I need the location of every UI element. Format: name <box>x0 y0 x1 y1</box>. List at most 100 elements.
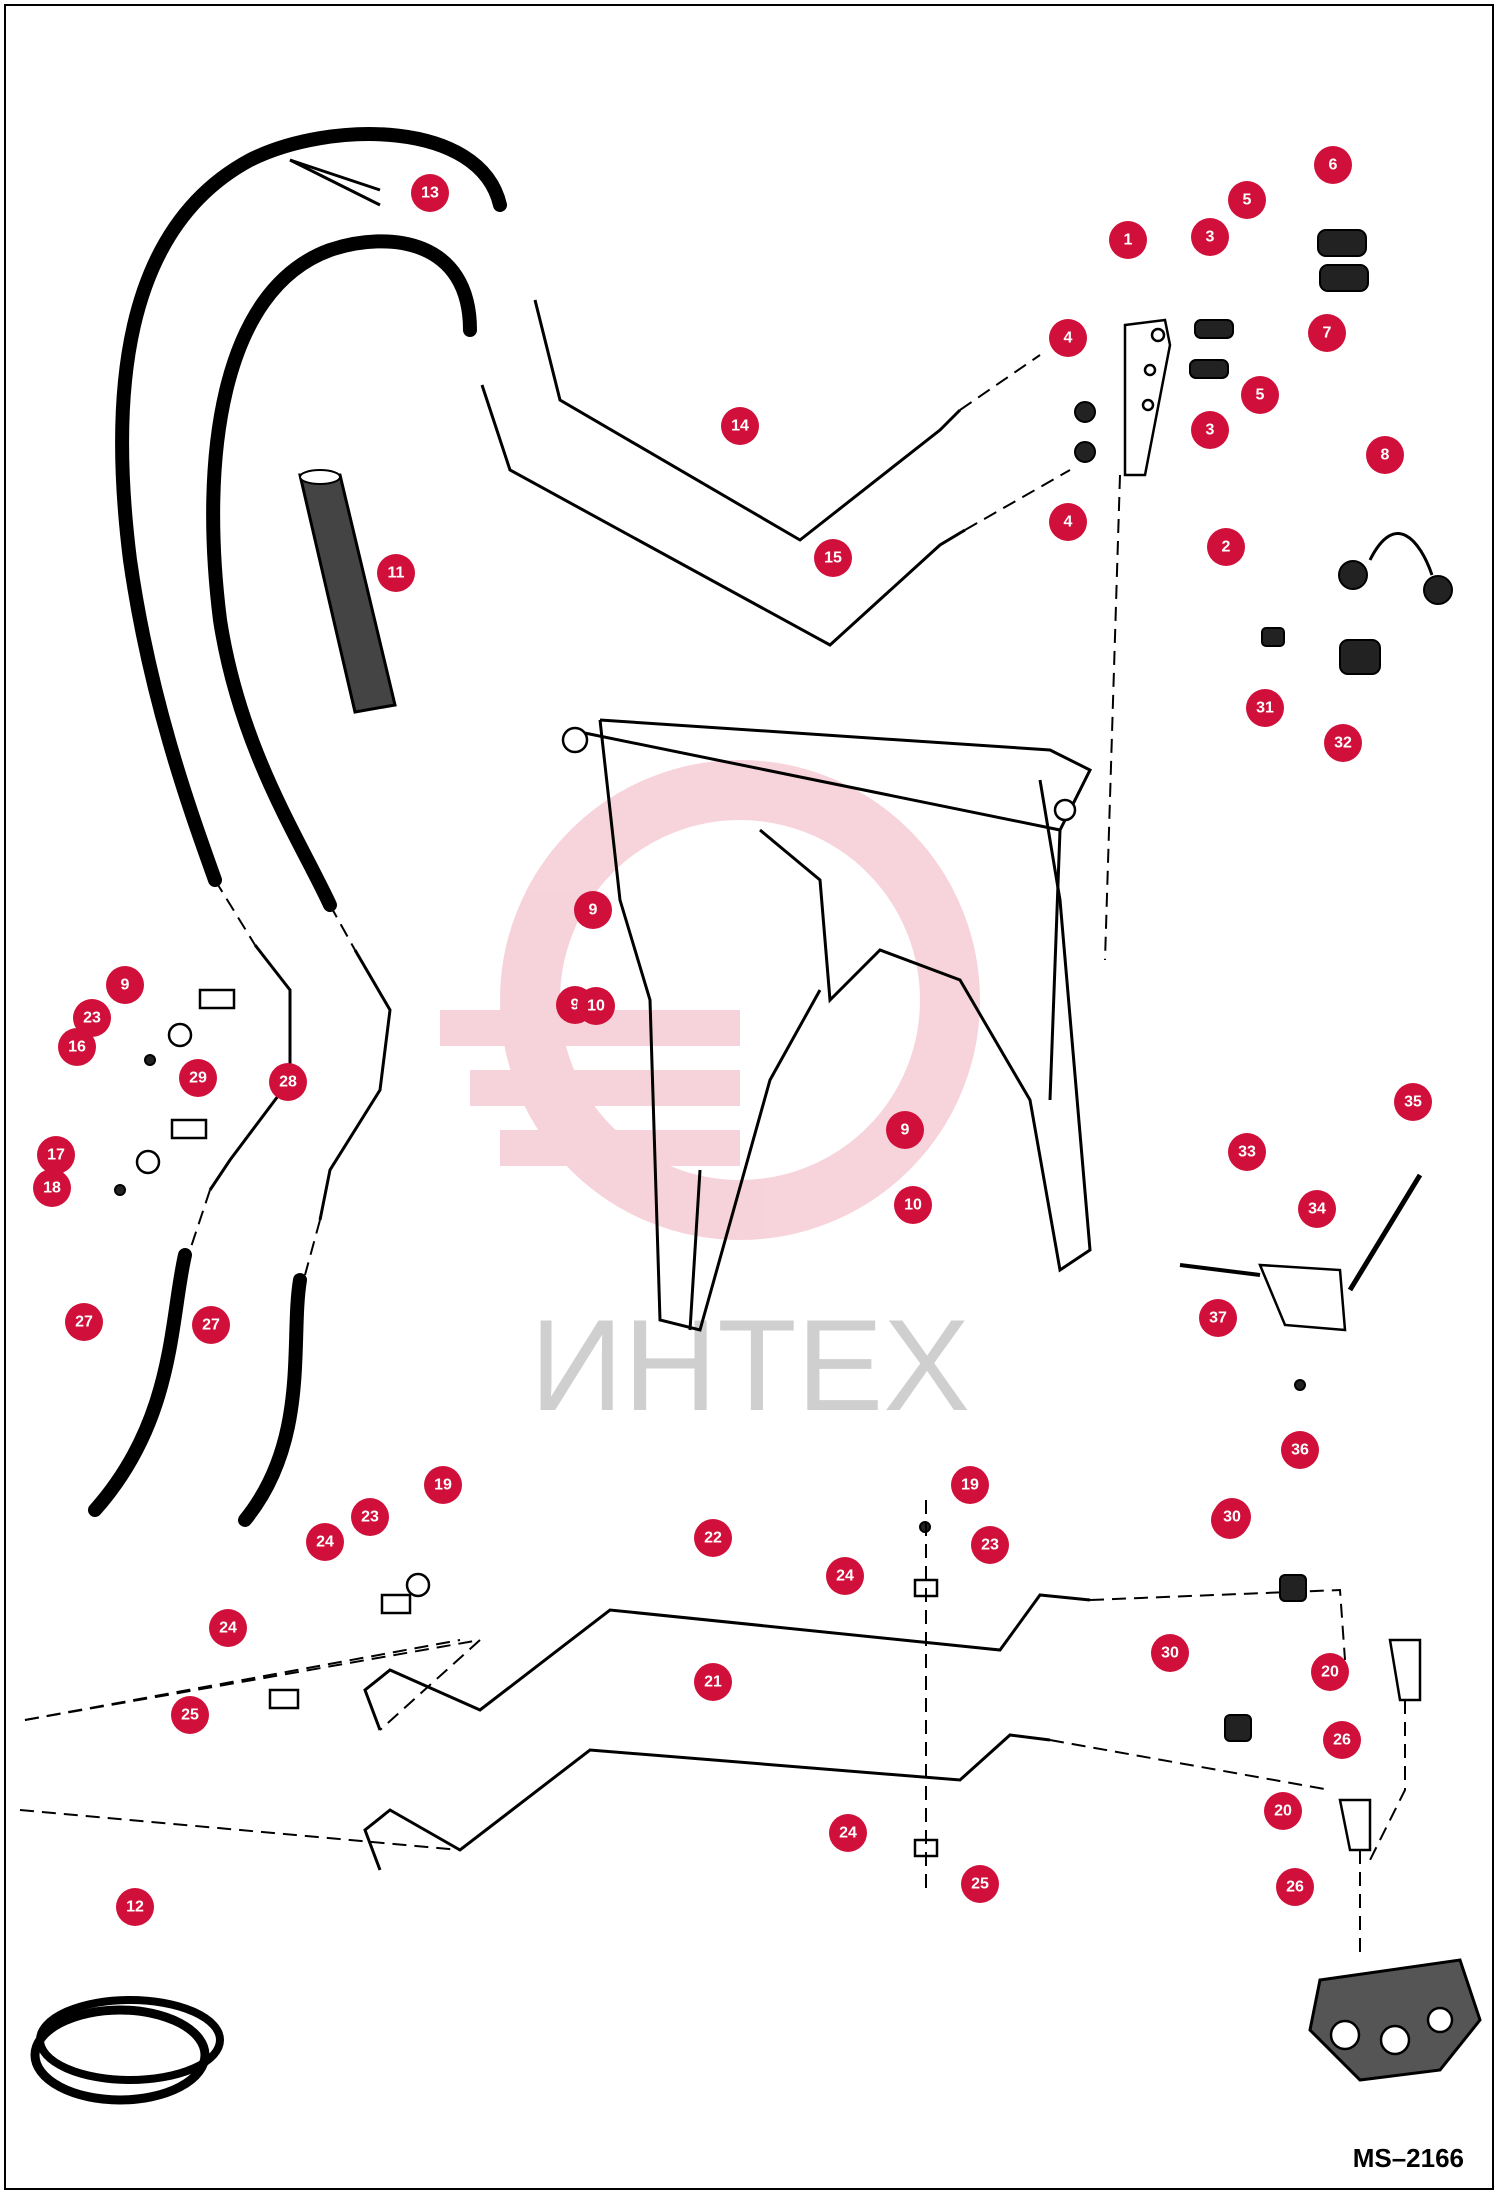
part-callout-5[interactable]: 5 <box>1228 181 1266 219</box>
callout-number: 24 <box>219 1620 237 1637</box>
part-callout-16[interactable]: 16 <box>58 1028 96 1066</box>
callout-circle <box>116 1888 154 1926</box>
callout-number: 34 <box>1308 1201 1326 1218</box>
callout-number: 33 <box>1238 1144 1256 1161</box>
callout-circle <box>65 1303 103 1341</box>
part-callout-5[interactable]: 5 <box>1241 376 1279 414</box>
fitting-31-32 <box>1261 627 1381 675</box>
part-callout-23[interactable]: 23 <box>351 1498 389 1536</box>
part-callout-28[interactable]: 28 <box>269 1063 307 1101</box>
callout-number: 6 <box>1329 157 1338 174</box>
watermark-logo <box>440 760 980 1240</box>
part-callout-23[interactable]: 23 <box>73 999 111 1037</box>
part-callout-10[interactable]: 10 <box>894 1186 932 1224</box>
callout-circle <box>814 539 852 577</box>
part-callout-27[interactable]: 27 <box>192 1306 230 1344</box>
part-callout-22[interactable]: 22 <box>694 1519 732 1557</box>
part-callout-24[interactable]: 24 <box>306 1523 344 1561</box>
part-callout-23[interactable]: 23 <box>971 1526 1009 1564</box>
drawing-border <box>4 4 1494 2190</box>
callout-circle <box>1246 689 1284 727</box>
part-callout-30[interactable]: 30 <box>1151 1634 1189 1672</box>
part-callout-24[interactable]: 24 <box>826 1557 864 1595</box>
callout-circle <box>971 1526 1009 1564</box>
adapter-3 <box>1189 319 1234 379</box>
hose-12 <box>30 1996 224 2105</box>
callout-circle <box>1241 376 1279 414</box>
callout-number: 11 <box>388 565 405 582</box>
part-callout-8[interactable]: 8 <box>1366 436 1404 474</box>
part-callout-18[interactable]: 18 <box>33 1169 71 1207</box>
part-callout-24[interactable]: 24 <box>829 1814 867 1852</box>
part-callout-1[interactable]: 1 <box>1109 221 1147 259</box>
callout-circle <box>1314 146 1352 184</box>
fittings-30-20 <box>1224 1574 1422 1852</box>
part-callout-26[interactable]: 26 <box>1276 1868 1314 1906</box>
callout-circle <box>377 554 415 592</box>
callout-number: 30 <box>1223 1509 1241 1526</box>
callout-number: 22 <box>704 1530 722 1547</box>
part-callout-31[interactable]: 31 <box>1246 689 1284 727</box>
callout-circle <box>1151 1634 1189 1672</box>
callout-circle <box>1213 1498 1251 1536</box>
part-callout-20[interactable]: 20 <box>1311 1653 1349 1691</box>
part-callout-4[interactable]: 4 <box>1049 503 1087 541</box>
callout-circle <box>1109 221 1147 259</box>
part-callout-21[interactable]: 21 <box>694 1663 732 1701</box>
part-callout-10[interactable]: 10 <box>577 987 615 1025</box>
callout-number: 35 <box>1404 1094 1422 1111</box>
callout-circle <box>73 999 111 1037</box>
part-callout-9[interactable]: 9 <box>106 966 144 1004</box>
callout-circle <box>886 1111 924 1149</box>
callout-circle <box>1191 218 1229 256</box>
callout-number: 17 <box>47 1147 65 1164</box>
part-callout-37[interactable]: 37 <box>1199 1299 1237 1337</box>
callout-number: 24 <box>839 1825 857 1842</box>
part-callout-9[interactable]: 9 <box>886 1111 924 1149</box>
callout-circle <box>826 1557 864 1595</box>
part-callout-25[interactable]: 25 <box>961 1865 999 1903</box>
part-callout-7[interactable]: 7 <box>1308 314 1346 352</box>
part-callout-19[interactable]: 19 <box>951 1466 989 1504</box>
part-callout-2[interactable]: 2 <box>1207 528 1245 566</box>
part-callout-6[interactable]: 6 <box>1314 146 1352 184</box>
callout-circle <box>1323 1721 1361 1759</box>
part-callout-11[interactable]: 11 <box>377 554 415 592</box>
part-callout-27[interactable]: 27 <box>65 1303 103 1341</box>
callout-number: 24 <box>836 1568 854 1585</box>
part-callout-36[interactable]: 36 <box>1281 1431 1319 1469</box>
part-callout-12[interactable]: 12 <box>116 1888 154 1926</box>
part-callout-3[interactable]: 3 <box>1191 218 1229 256</box>
hose-27 <box>88 1248 307 1527</box>
part-callout-25[interactable]: 25 <box>171 1696 209 1734</box>
part-callout-35[interactable]: 35 <box>1394 1083 1432 1121</box>
callout-circle <box>179 1059 217 1097</box>
part-callout-26[interactable]: 26 <box>1323 1721 1361 1759</box>
part-callout-29[interactable]: 29 <box>179 1059 217 1097</box>
part-callout-4[interactable]: 4 <box>1049 319 1087 357</box>
callout-number: 15 <box>824 550 842 567</box>
part-callout-14[interactable]: 14 <box>721 407 759 445</box>
part-callout-30[interactable]: 30 <box>1213 1498 1251 1536</box>
part-callout-19[interactable]: 19 <box>424 1466 462 1504</box>
hose-13 <box>115 127 507 912</box>
part-callout-24[interactable]: 24 <box>209 1609 247 1647</box>
part-callout-15[interactable]: 15 <box>814 539 852 577</box>
part-callout-9[interactable]: 9 <box>574 891 612 929</box>
callout-number: 29 <box>189 1070 207 1087</box>
part-callout-13[interactable]: 13 <box>411 174 449 212</box>
part-callout-17[interactable]: 17 <box>37 1136 75 1174</box>
part-callout-3[interactable]: 3 <box>1191 411 1229 449</box>
part-callout-32[interactable]: 32 <box>1324 724 1362 762</box>
part-callout-33[interactable]: 33 <box>1228 1133 1266 1171</box>
callout-circle <box>269 1063 307 1101</box>
part-callout-20[interactable]: 20 <box>1264 1792 1302 1830</box>
bracket-1 <box>1123 318 1172 477</box>
callout-circle <box>1311 1653 1349 1691</box>
callout-number: 37 <box>1209 1310 1227 1327</box>
callout-circle <box>58 1028 96 1066</box>
dust-cap-8 <box>1338 532 1453 605</box>
part-callout-34[interactable]: 34 <box>1298 1190 1336 1228</box>
callout-circle <box>577 987 615 1025</box>
callout-number: 9 <box>589 902 598 919</box>
